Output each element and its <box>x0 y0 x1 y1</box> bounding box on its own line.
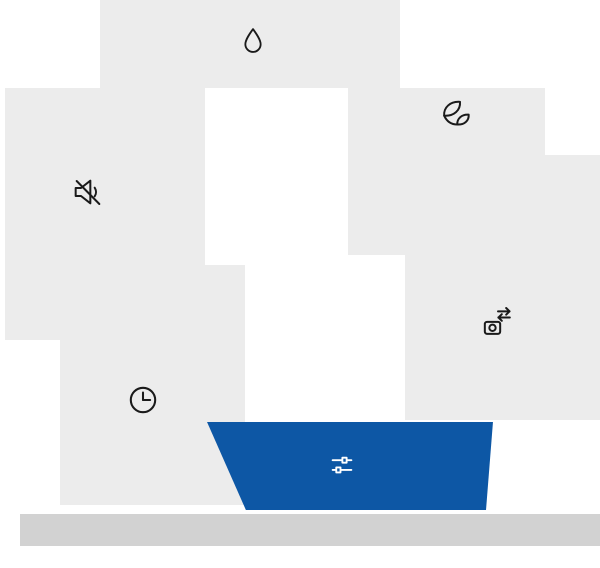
settings-button[interactable] <box>207 422 493 510</box>
clock-icon <box>124 381 162 419</box>
tile-connectivity[interactable] <box>405 155 600 420</box>
bottom-bar <box>20 514 600 546</box>
sliders-icon <box>327 450 357 480</box>
speaker-mute-icon <box>68 172 108 212</box>
eco-leaves-icon <box>436 93 476 133</box>
water-drop-icon <box>236 25 270 59</box>
tile-water-program[interactable] <box>100 0 400 88</box>
tile-delay-timer[interactable] <box>60 265 245 505</box>
connect-sync-icon <box>477 302 517 342</box>
